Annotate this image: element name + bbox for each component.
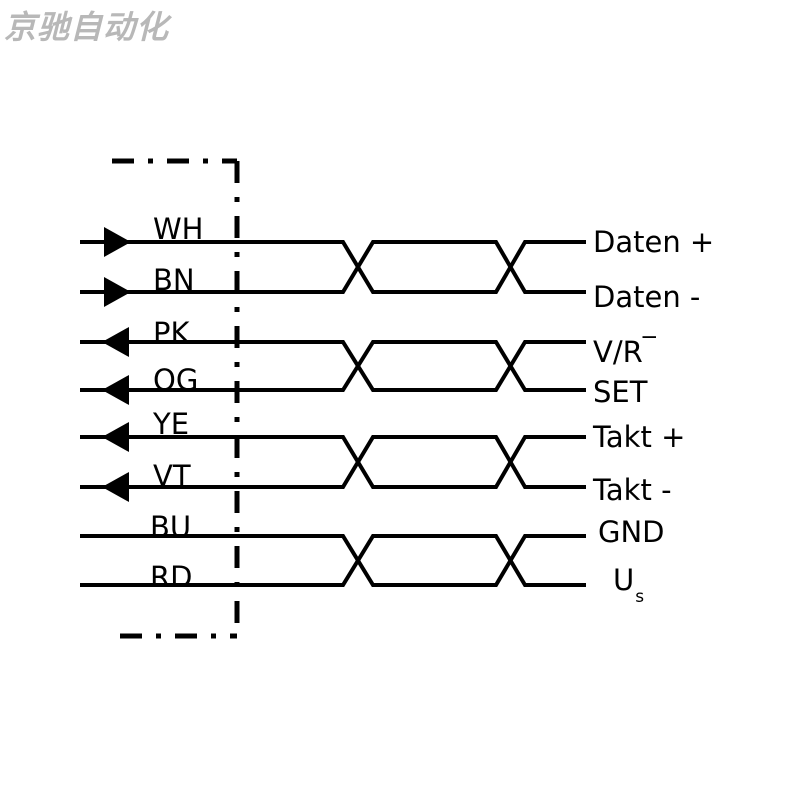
wire-wh — [80, 240, 586, 294]
arrow-layer — [102, 227, 131, 502]
wire-code-bn: BN — [153, 263, 195, 297]
signal-label-7: GND — [598, 515, 665, 549]
arrow-out-icon — [102, 472, 129, 502]
wire-ye — [80, 435, 586, 489]
wire-pk — [80, 340, 586, 392]
wire-bn — [80, 240, 586, 294]
signal-label-5: Takt + — [592, 420, 685, 454]
wire-rd — [80, 534, 586, 587]
wire-code-og: OG — [153, 363, 198, 397]
watermark-text: 京驰自动化 — [4, 8, 170, 46]
overline-mark: ‾ — [642, 333, 657, 363]
wire-code-bu: BU — [150, 510, 191, 544]
wire-code-rd: RD — [150, 560, 192, 594]
signal-label-8: Us — [613, 563, 644, 607]
subscript-mark: s — [635, 587, 644, 607]
signal-label-6: Takt - — [592, 473, 672, 507]
wire-code-pk: PK — [153, 316, 190, 350]
signal-label-4: SET — [593, 375, 648, 409]
wire-bu — [80, 534, 586, 587]
wire-color-code-labels: WH BN PK OG YE VT BU RD — [150, 212, 203, 594]
arrow-out-icon — [102, 327, 129, 357]
signal-label-1: Daten + — [593, 225, 714, 259]
arrow-out-icon — [102, 375, 129, 405]
connector-housing-outline — [112, 158, 240, 639]
wire-code-ye: YE — [152, 407, 189, 441]
wire-layer — [80, 240, 586, 587]
signal-label-3: V/R‾ — [593, 333, 657, 369]
signal-label-2: Daten - — [593, 280, 700, 314]
arrow-out-icon — [102, 422, 129, 452]
wire-og — [80, 340, 586, 392]
wire-code-vt: VT — [153, 459, 191, 493]
arrow-in-icon — [104, 227, 131, 257]
arrow-in-icon — [104, 277, 131, 307]
wire-vt — [80, 435, 586, 489]
wire-code-wh: WH — [153, 212, 203, 246]
signal-name-labels: Daten + Daten - V/R‾ SET Takt + Takt - GND Us — [592, 225, 714, 607]
